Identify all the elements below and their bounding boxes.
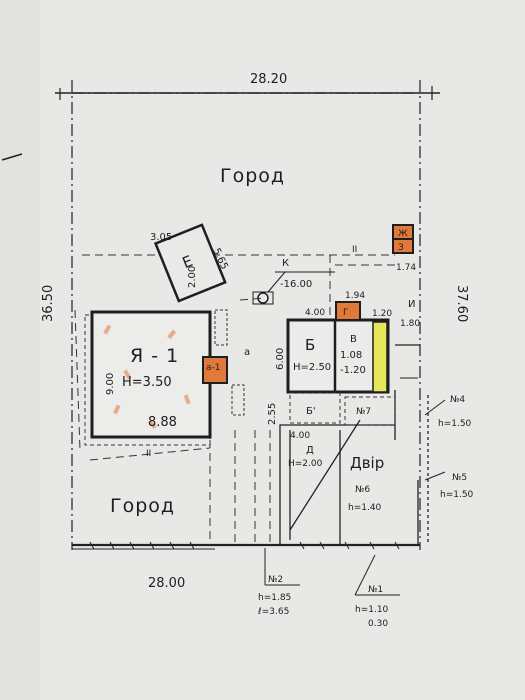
no5-h: h=1.50 — [440, 490, 474, 500]
dim-right: 37.60 — [454, 285, 469, 322]
margin-mark — [1, 153, 23, 161]
building-z — [392, 238, 414, 254]
building-e-d1: 3.05 — [150, 232, 172, 243]
building-d-height: Н=2.00 — [288, 459, 323, 469]
no7: №7 — [356, 407, 371, 417]
building-d-width: 4.00 — [290, 431, 310, 441]
no5: №5 — [452, 473, 467, 483]
building-d-letter: Д — [306, 445, 314, 456]
building-v-v2: -1.20 — [340, 365, 366, 376]
house-letter: Я - 1 — [130, 345, 179, 367]
no1-h: h=1.10 — [355, 605, 389, 615]
building-v-letter: В — [350, 334, 357, 345]
building-i-letter: И — [408, 299, 415, 310]
well-value: -16.00 — [280, 279, 312, 290]
porch-a: а — [244, 347, 250, 358]
building-g-depth: 1.94 — [345, 291, 365, 301]
building-b-v — [286, 318, 390, 394]
zh-dim: 1.74 — [396, 263, 416, 273]
interior-lines — [74, 254, 400, 545]
no4: №4 — [450, 395, 465, 405]
building-z-letter: З — [398, 243, 404, 253]
dim-left: 36.50 — [41, 285, 56, 322]
no1: №1 — [368, 585, 383, 595]
paper-edge — [0, 0, 40, 700]
no6-h: h=1.40 — [348, 503, 382, 513]
well-letter: К — [282, 258, 289, 269]
house-depth: 9.00 — [105, 373, 116, 395]
dim-top: 28.20 — [250, 72, 287, 87]
building-e — [153, 223, 227, 303]
garden-bottom: Город — [110, 495, 175, 517]
building-b-letter: Б — [305, 336, 315, 354]
dim-ticks — [264, 377, 446, 596]
no2-l: ℓ=3.65 — [257, 607, 289, 617]
building-g-width: 4.00 — [305, 308, 325, 318]
house-width: 8.88 — [148, 415, 177, 430]
fence-ii-1: II — [352, 245, 357, 255]
dim-bottom: 28.00 — [148, 576, 185, 591]
house-height: Н=3.50 — [122, 375, 172, 390]
well-k — [252, 271, 335, 305]
plot-boundary — [55, 80, 440, 550]
house-ya1 — [84, 310, 212, 446]
garden-top: Город — [220, 165, 285, 187]
building-g — [335, 301, 361, 321]
shed-7 — [344, 396, 396, 426]
no2: №2 — [268, 575, 283, 585]
yard-label: Двір — [350, 454, 384, 472]
porch-a1 — [202, 356, 228, 384]
building-b-prime — [289, 392, 341, 424]
step-box — [214, 309, 228, 346]
no2-h: h=1.85 — [258, 593, 291, 603]
fence-ii-2: II — [146, 449, 151, 459]
dim-255: 2.55 — [267, 403, 278, 425]
fence-hatches — [89, 541, 400, 550]
building-b-height: Н=2.50 — [293, 362, 331, 373]
step-box-2 — [231, 384, 245, 416]
building-v-v1: 1.08 — [340, 350, 362, 361]
building-i-value: 1.80 — [400, 319, 420, 329]
building-g-letter: Г — [343, 308, 349, 318]
building-i-value2: 1.20 — [372, 309, 392, 319]
no6: №6 — [355, 485, 370, 495]
building-e-value: 2.00 — [187, 266, 198, 288]
no1-h2: 0.30 — [368, 619, 388, 629]
building-b-depth: 6.00 — [275, 348, 286, 370]
building-b-prime-letter: Б' — [306, 406, 316, 417]
porch-label: а-1 — [206, 363, 221, 373]
no4-h: h=1.50 — [438, 419, 472, 429]
building-zh-letter: Ж — [398, 229, 408, 239]
